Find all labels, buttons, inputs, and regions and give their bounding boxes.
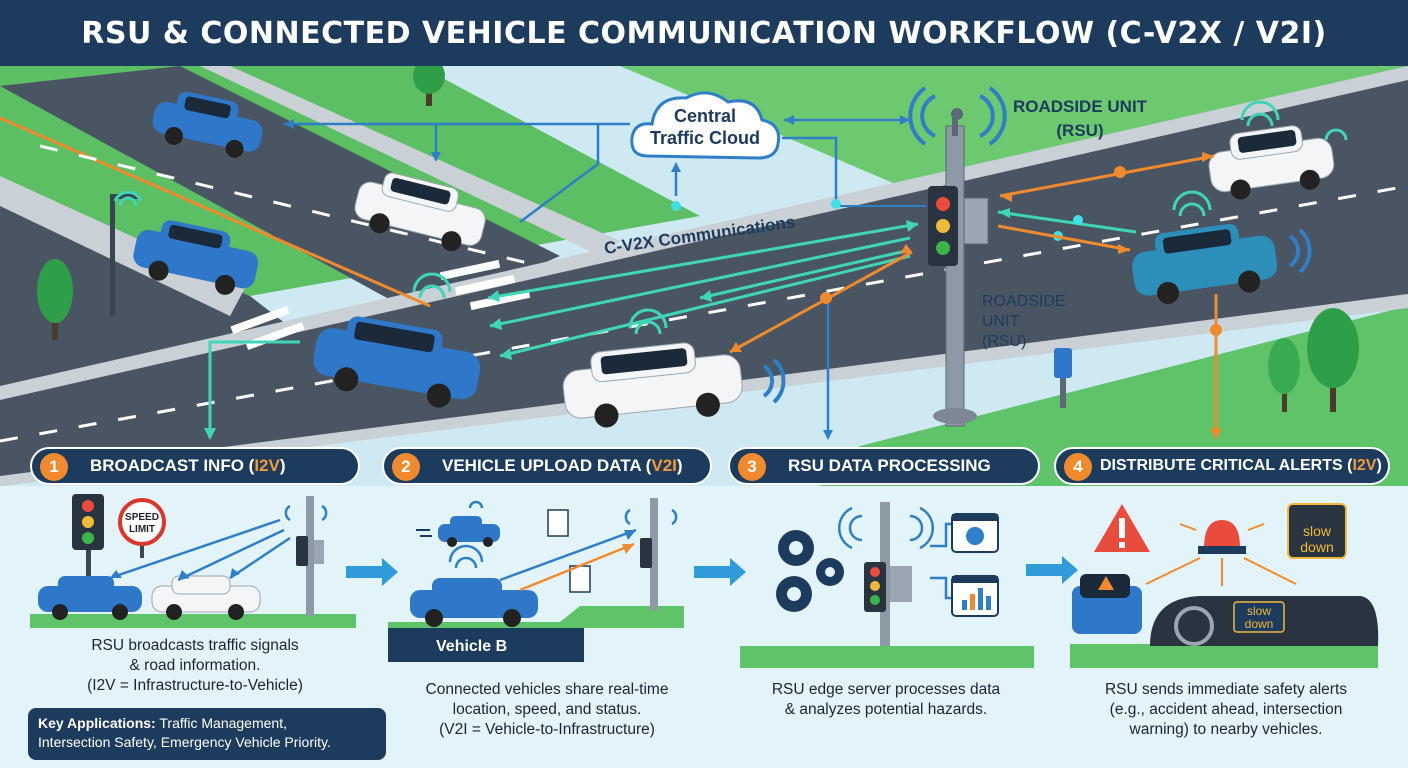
step-label-end: ) <box>676 456 683 475</box>
car-icon <box>152 91 263 158</box>
car-icon <box>1072 574 1142 634</box>
sidewalk <box>0 176 245 316</box>
panel3-description: RSU edge server processes data & analyze… <box>728 680 1044 720</box>
step-label: DISTRIBUTE CRITICAL ALERTS ( <box>1100 457 1353 474</box>
flow-arrow-icon <box>1026 556 1078 584</box>
desc-line: RSU broadcasts traffic signals <box>91 637 299 654</box>
step-label-end: ) <box>1376 457 1382 474</box>
speed-sign-text: SPEED <box>125 512 159 523</box>
tree-icon <box>37 259 73 340</box>
step-label-highlight: I2V <box>254 456 280 475</box>
key-applications-box: Key Applications: Traffic Management, In… <box>28 708 386 760</box>
step-header-3: 3 RSU DATA PROCESSING <box>728 447 1040 485</box>
warning-triangle-icon <box>1094 504 1150 552</box>
cloud-label: Central <box>674 106 736 126</box>
desc-line: (e.g., accident ahead, intersection <box>1109 701 1343 718</box>
step-label: RSU DATA PROCESSING <box>788 456 991 475</box>
desc-line: RSU edge server processes data <box>771 681 1001 698</box>
tree-icon <box>1307 308 1359 412</box>
speed-limit-sign-icon <box>118 498 166 558</box>
rsu-label-top: (RSU) <box>1056 121 1103 140</box>
panel4-description: RSU sends immediate safety alerts (e.g.,… <box>1058 680 1394 740</box>
desc-line: location, speed, and status. <box>452 701 642 718</box>
siren-icon <box>1198 520 1246 554</box>
key-apps-heading: Key Applications: <box>38 715 156 731</box>
car-icon <box>438 516 500 547</box>
step-label: VEHICLE UPLOAD DATA ( <box>442 456 652 475</box>
document-icon <box>547 509 591 593</box>
grass-top-right <box>620 66 1408 186</box>
kiosk-icon <box>1054 348 1072 378</box>
dashboard-window-icon <box>951 513 999 553</box>
vehicle-b-label: Vehicle B <box>436 638 507 655</box>
slow-down-sign-icon <box>1287 503 1347 559</box>
car-icon <box>410 578 538 627</box>
flow-arrow-icon <box>694 558 746 586</box>
panel-illustrations: SPEED LIMIT <box>30 494 1379 668</box>
signal-waves-icon <box>113 100 1348 335</box>
step-number-badge: 4 <box>1064 453 1092 481</box>
panel2-description: Connected vehicles share real-time locat… <box>382 680 712 740</box>
rsu-pole-icon <box>296 496 324 616</box>
slow-down-sign-text: down <box>1300 539 1333 555</box>
car-icon <box>1132 223 1278 304</box>
desc-line: RSU sends immediate safety alerts <box>1104 681 1348 698</box>
rsu-pole-icon <box>864 502 912 646</box>
tree-icon <box>1268 338 1300 412</box>
desc-line: warning) to nearby vehicles. <box>1129 721 1323 738</box>
step-label-highlight: V2I <box>651 456 677 475</box>
step-header-1: 1 BROADCAST INFO (I2V) <box>30 447 360 485</box>
rsu-pole-icon <box>640 498 658 610</box>
desc-line: (V2I = Vehicle-to-Infrastructure) <box>439 721 655 738</box>
rsu-label-mid: UNIT <box>982 313 1020 330</box>
dashboard-alert-text: slow <box>1247 604 1271 618</box>
cross-road <box>0 66 560 316</box>
step-number-badge: 3 <box>738 453 766 481</box>
car-icon <box>133 220 259 295</box>
slow-down-sign-text: slow <box>1303 523 1332 539</box>
intersection-scene: Central Traffic Cloud C-V2X Communicatio… <box>0 66 1408 486</box>
page-title: RSU & CONNECTED VEHICLE COMMUNICATION WO… <box>0 0 1408 66</box>
step-number-badge: 2 <box>392 453 420 481</box>
desc-line: Connected vehicles share real-time <box>425 681 669 698</box>
car-icon <box>1208 125 1335 200</box>
car-icon <box>562 342 743 428</box>
gear-icon <box>776 530 844 612</box>
dashboard-alert-text: down <box>1245 617 1274 631</box>
desc-line: & road information. <box>129 657 261 674</box>
cloud-label: Traffic Cloud <box>650 128 760 148</box>
key-apps-text: Intersection Safety, Emergency Vehicle P… <box>38 734 331 750</box>
car-icon <box>38 576 142 620</box>
step-header-4: 4 DISTRIBUTE CRITICAL ALERTS (I2V) <box>1054 447 1390 485</box>
rsu-label-mid: ROADSIDE <box>982 293 1066 310</box>
speed-sign-text: LIMIT <box>129 524 155 535</box>
key-apps-text: Traffic Management, <box>155 715 287 731</box>
panel1-description: RSU broadcasts traffic signals & road in… <box>30 636 360 696</box>
desc-line: (I2V = Infrastructure-to-Vehicle) <box>87 677 303 694</box>
step-number-badge: 1 <box>40 453 68 481</box>
tree-icon <box>413 66 445 106</box>
cloud-icon <box>630 91 781 160</box>
step-header-2: 2 VEHICLE UPLOAD DATA (V2I) <box>382 447 712 485</box>
car-icon <box>313 316 481 408</box>
dashboard-icon <box>1150 596 1379 646</box>
rsu-label-mid: (RSU) <box>982 333 1026 350</box>
grass-right <box>820 306 1408 486</box>
flow-arrow-icon <box>346 558 398 586</box>
step-label-highlight: I2V <box>1352 457 1377 474</box>
step-label: BROADCAST INFO ( <box>90 456 255 475</box>
car-icon <box>354 172 486 252</box>
rsu-pole-icon <box>928 108 989 427</box>
step-label-end: ) <box>279 456 286 475</box>
street-light-icon <box>110 194 138 316</box>
chart-window-icon <box>951 575 999 617</box>
car-icon <box>151 575 261 620</box>
rsu-label-top: ROADSIDE UNIT <box>1013 97 1148 116</box>
rsu-antenna-waves-icon <box>762 86 1312 404</box>
desc-line: & analyzes potential hazards. <box>784 701 988 718</box>
